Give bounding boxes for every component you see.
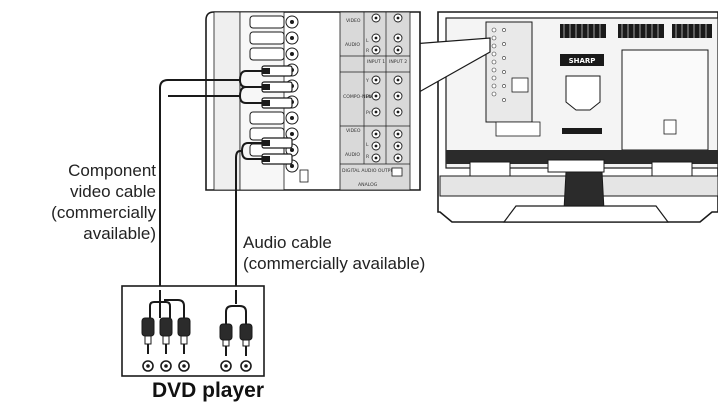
panel-label-audio-2: AUDIO xyxy=(345,152,360,158)
tv-bottom-jacks xyxy=(496,122,540,136)
panel-label-video-2: VIDEO xyxy=(346,128,361,134)
audio-cable-label-line1: Audio cable xyxy=(243,232,425,253)
component-cable-label-line4: available) xyxy=(0,223,156,244)
terminal-panel-zoom: VIDEO AUDIO INPUT 1 INPUT 2 COMPO-NENT V… xyxy=(206,12,420,190)
panel-ch-l-1: L xyxy=(366,38,369,44)
tv-right-panel xyxy=(622,50,708,150)
audio-cable-label: Audio cable (commercially available) xyxy=(243,232,425,274)
panel-ch-pb: Pb xyxy=(366,94,372,100)
tv-brand-text: SHARP xyxy=(569,57,596,65)
component-cable-label-line3: (commercially xyxy=(0,202,156,223)
component-cable-label: Component video cable (commercially avai… xyxy=(0,160,156,244)
component-cable-label-line1: Component xyxy=(0,160,156,181)
panel-ch-y: Y xyxy=(365,78,369,84)
tv-hdmi-port xyxy=(512,78,528,92)
panel-label-audio: AUDIO xyxy=(345,42,360,48)
panel-small-port xyxy=(300,170,308,182)
dvd-player xyxy=(122,286,264,376)
tv-stand-mount xyxy=(566,76,600,110)
dvd-player-label: DVD player xyxy=(108,380,308,401)
component-cable-label-line2: video cable xyxy=(0,181,156,202)
panel-label-input1: INPUT 1 xyxy=(367,59,385,65)
panel-label-video: VIDEO xyxy=(346,18,361,24)
panel-label-analog: ANALOG xyxy=(358,182,378,188)
panel-ch-pr: Pr xyxy=(366,110,371,116)
panel-ch-l-2: L xyxy=(366,142,369,148)
panel-label-digital-audio: DIGITAL AUDIO OUTPUT xyxy=(342,168,397,174)
panel-label-input2: INPUT 2 xyxy=(389,59,407,65)
panel-optical-port xyxy=(392,168,402,176)
tv-power-socket xyxy=(664,120,676,134)
audio-cable-label-line2: (commercially available) xyxy=(243,253,425,274)
tv-center-bracket xyxy=(548,160,604,172)
